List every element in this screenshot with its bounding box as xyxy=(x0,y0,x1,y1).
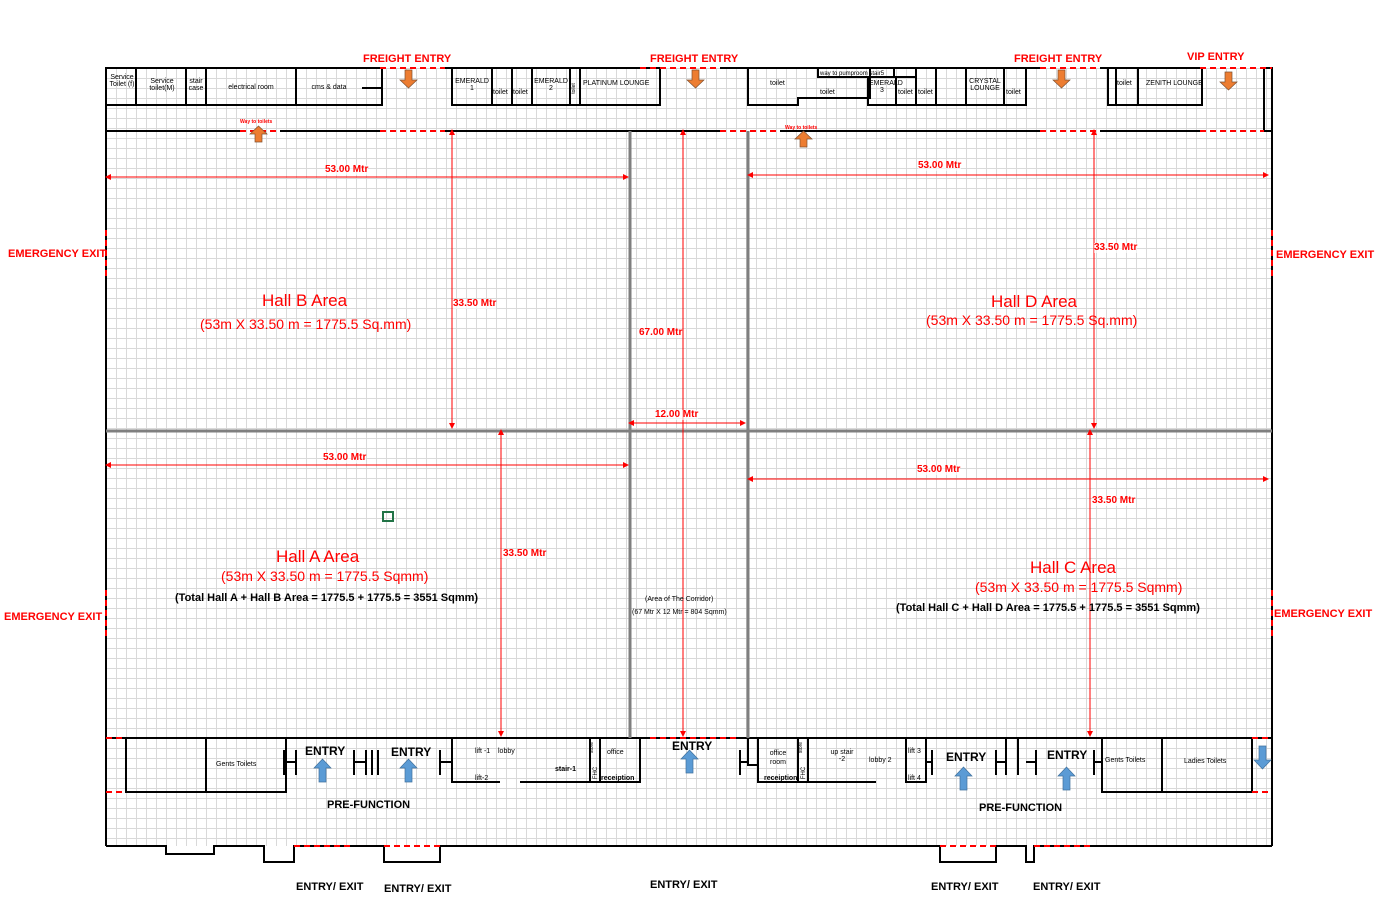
room-label: FHC xyxy=(593,766,600,780)
freight-entry-label: FREIGHT ENTRY xyxy=(363,53,452,65)
floor-grid xyxy=(106,68,1272,846)
vip-entry-label: VIP ENTRY xyxy=(1187,51,1245,63)
toilet-way-arrow-icon xyxy=(249,125,268,143)
entry-exit-label: ENTRY/ EXIT xyxy=(931,881,999,893)
room-label: ZENITH LOUNGE xyxy=(1146,80,1203,87)
dimension-label: 12.00 Mtr xyxy=(655,409,699,420)
entry-label: ENTRY xyxy=(1047,748,1088,762)
room-label: Gents Toilets xyxy=(216,761,257,768)
entry-exit-label: ENTRY/ EXIT xyxy=(650,879,718,891)
pre-function-label: PRE-FUNCTION xyxy=(979,802,1063,814)
room-label: toilet xyxy=(1117,80,1132,87)
room-label: electrical room xyxy=(228,84,274,91)
room-label: toilet xyxy=(513,89,528,96)
corridor-size: (67 Mtr X 12 Mtr = 804 Sqmm) xyxy=(632,609,727,616)
dimension-label: 53.00 Mtr xyxy=(917,464,961,475)
room-label: lift 3 xyxy=(908,748,921,755)
room-label: CRYSTAL LOUNGE xyxy=(969,78,1001,92)
entry-exit-label: ENTRY/ EXIT xyxy=(296,881,364,893)
room-label: Ladies Toilets xyxy=(1184,758,1227,765)
hall-c-sub: (53m X 33.50 m = 1775.5 Sqmm) xyxy=(975,579,1183,595)
room-label: toilet xyxy=(1006,89,1021,96)
room-label: store xyxy=(798,741,805,754)
vip-arrow-icon xyxy=(1219,71,1238,91)
toilet-way-arrow-icon xyxy=(794,130,813,148)
dimension-label: 33.50 Mtr xyxy=(503,548,547,559)
room-label: toilet xyxy=(770,80,785,87)
room-label: PLATINUM LOUNGE xyxy=(583,80,650,87)
entry-label: ENTRY xyxy=(305,744,346,758)
room-label: toilet xyxy=(820,89,835,96)
room-label: lobby xyxy=(498,748,515,755)
cell-cursor xyxy=(382,511,394,522)
room-label: toilet xyxy=(898,89,913,96)
room-label: store xyxy=(589,741,596,754)
room-label: receiption xyxy=(764,775,798,782)
entry-label: ENTRY xyxy=(672,739,713,753)
room-label: lobby 2 xyxy=(869,757,892,764)
room-label: office xyxy=(607,749,624,756)
hall-b-sub: (53m X 33.50 m = 1775.5 Sq.mm) xyxy=(200,316,412,332)
entry-label: ENTRY xyxy=(391,745,432,759)
hall-d-title: Hall D Area xyxy=(991,292,1077,311)
dimension-label: 53.00 Mtr xyxy=(325,164,369,175)
dimension-label: 67.00 Mtr xyxy=(639,327,683,338)
hall-a-total: (Total Hall A + Hall B Area = 1775.5 + 1… xyxy=(175,592,479,604)
hall-b-title: Hall B Area xyxy=(262,291,348,310)
pre-function-label: PRE-FUNCTION xyxy=(327,799,411,811)
freight-arrow-icon xyxy=(399,69,418,89)
freight-arrow-icon xyxy=(1052,69,1071,89)
freight-arrow-icon xyxy=(686,69,705,89)
entry-label: ENTRY xyxy=(946,750,987,764)
room-label: EMERALD 3 xyxy=(869,80,903,94)
freight-entry-label: FREIGHT ENTRY xyxy=(650,53,739,65)
emergency-exit-label: EMERGENCY EXIT xyxy=(1276,249,1375,261)
room-label: toilet xyxy=(493,89,508,96)
room-label: EMERALD 1 xyxy=(455,78,489,92)
room-label: receiption xyxy=(601,775,635,782)
hall-c-total: (Total Hall C + Hall D Area = 1775.5 + 1… xyxy=(896,602,1200,614)
room-label: toilet xyxy=(570,83,577,94)
emergency-exit-label: EMERGENCY EXIT xyxy=(1274,608,1373,620)
emergency-exit-label: EMERGENCY EXIT xyxy=(8,248,107,260)
room-label: lift-2 xyxy=(475,775,489,782)
entry-exit-label: ENTRY/ EXIT xyxy=(1033,881,1101,893)
emergency-exit-label: EMERGENCY EXIT xyxy=(4,611,103,623)
room-label: lift 4 xyxy=(908,775,921,782)
dimension-label: 33.50 Mtr xyxy=(1092,495,1136,506)
room-label: FHC xyxy=(801,766,808,780)
entry-exit-label: ENTRY/ EXIT xyxy=(384,883,452,895)
dimension-label: 33.50 Mtr xyxy=(453,298,497,309)
corridor-label: (Area of The Corridor) xyxy=(645,596,714,603)
room-label: lift -1 xyxy=(475,748,491,755)
hall-d-sub: (53m X 33.50 m = 1775.5 Sq.mm) xyxy=(926,312,1138,328)
room-label: stair-1 xyxy=(555,766,577,773)
room-label: office room xyxy=(769,750,787,767)
room-label: Service toilet(M) xyxy=(149,78,175,92)
hall-a-sub: (53m X 33.50 m = 1775.5 Sqmm) xyxy=(221,568,429,584)
room-label: Gents Toilets xyxy=(1105,757,1146,764)
hall-c-title: Hall C Area xyxy=(1030,558,1116,577)
way-to-toilets-label: Way to toilets xyxy=(785,125,818,131)
room-label: up stair -2 xyxy=(830,749,854,763)
way-to-toilets-label: Way to toilets xyxy=(240,119,273,125)
room-label: cms & data xyxy=(311,84,347,91)
room-label: toilet xyxy=(918,89,933,96)
hall-a-title: Hall A Area xyxy=(276,547,360,566)
dimension-label: 53.00 Mtr xyxy=(918,160,962,171)
dimension-label: 53.00 Mtr xyxy=(323,452,367,463)
room-label: way to pumproom stair5 xyxy=(820,71,885,77)
freight-entry-label: FREIGHT ENTRY xyxy=(1014,53,1103,65)
room-label: EMERALD 2 xyxy=(534,78,568,92)
room-label: stair case xyxy=(188,78,204,92)
dimension-label: 33.50 Mtr xyxy=(1094,242,1138,253)
room-label: Service Toilet (f) xyxy=(109,74,135,88)
